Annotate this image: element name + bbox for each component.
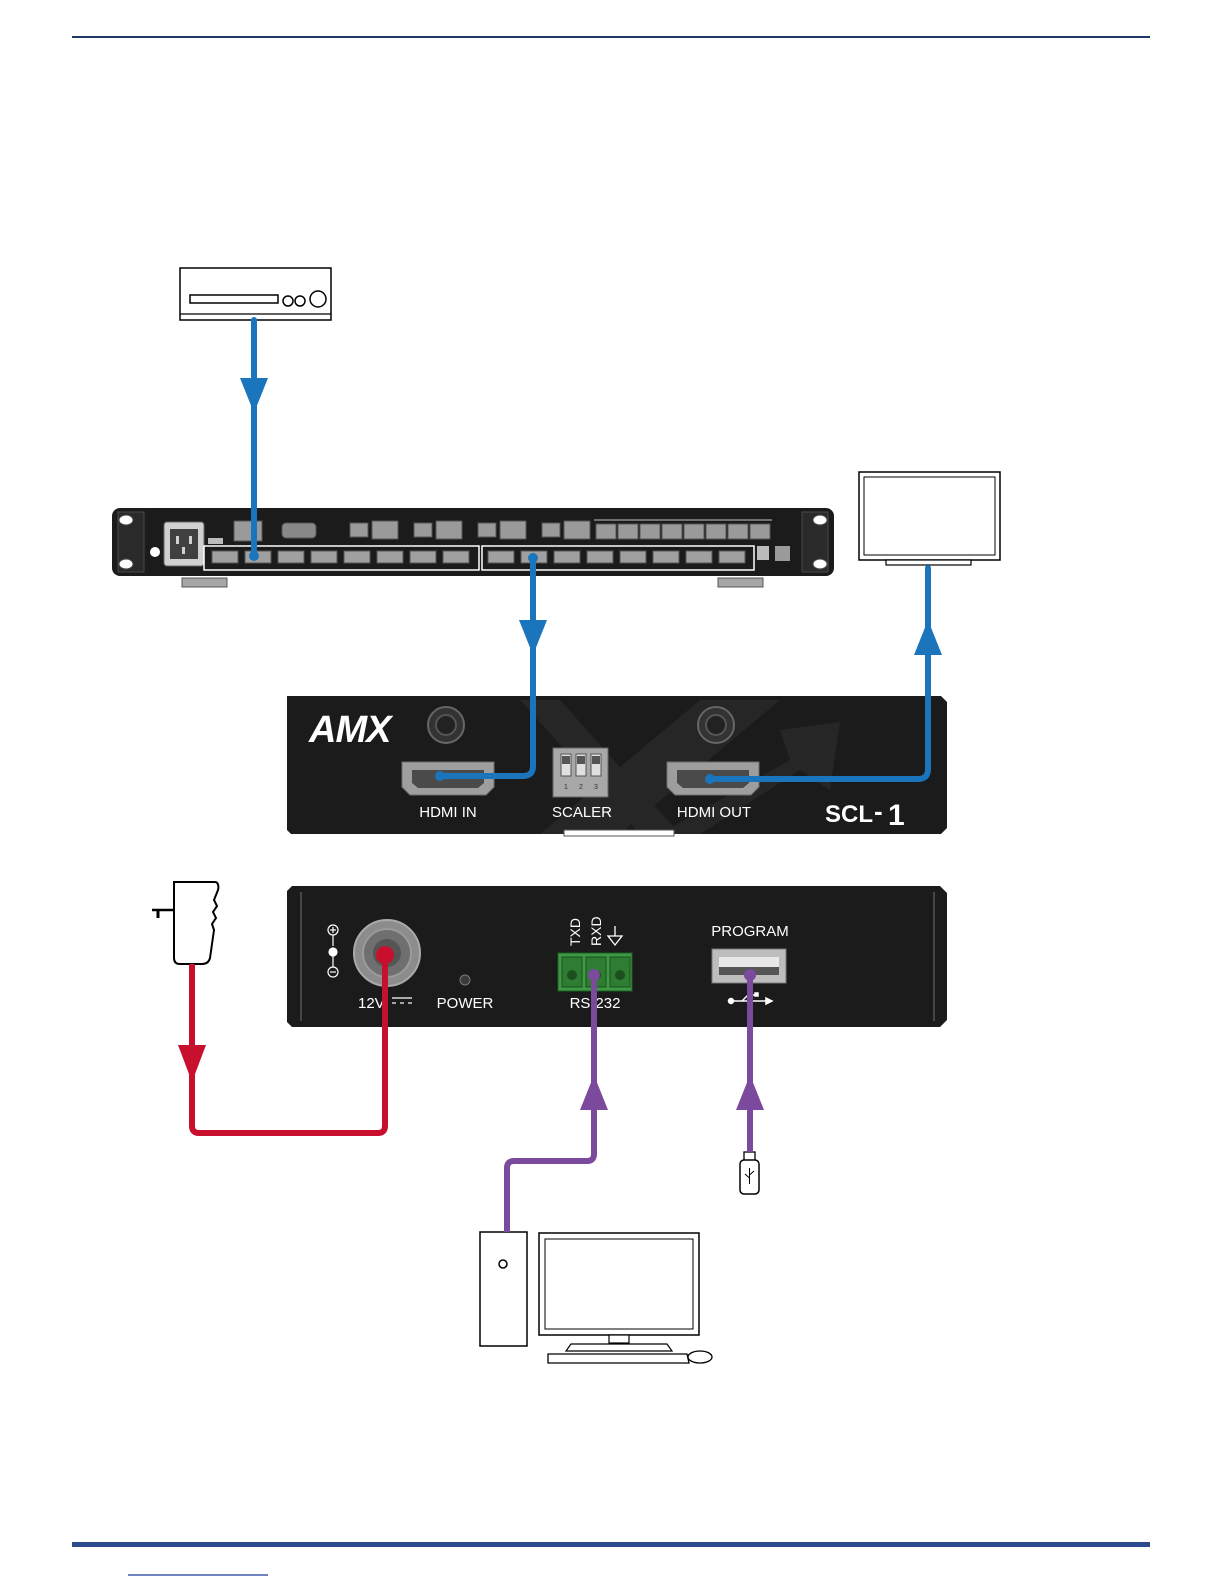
power-adapter-icon — [152, 882, 218, 964]
model-number: 1 — [888, 799, 905, 832]
power-led — [460, 975, 470, 985]
scaler-label: SCALER — [552, 804, 612, 821]
svg-text:2: 2 — [579, 784, 583, 791]
arrow-up-usb — [736, 1075, 764, 1110]
arrow-down-source — [240, 378, 268, 413]
model-prefix: SCL — [825, 801, 873, 828]
power-input-label: 12V — [358, 995, 385, 1012]
scaler-front-panel: AMX 1 2 3 HDMI IN SCALER — [287, 696, 947, 836]
arrow-up-tv — [914, 620, 942, 655]
footer-rule — [72, 1542, 1150, 1547]
svg-text:1: 1 — [564, 784, 568, 791]
hdmi-out-label: HDMI OUT — [677, 804, 751, 821]
matrix-switcher-icon — [112, 508, 834, 587]
media-player-icon — [180, 268, 331, 320]
rs232-pin-rxd: RXD — [588, 916, 604, 946]
hdmi-in-label: HDMI IN — [419, 804, 477, 821]
arrow-up-rs232 — [580, 1075, 608, 1110]
tv-icon — [859, 472, 1000, 565]
arrow-down-power — [178, 1045, 206, 1082]
model-dash: - — [874, 796, 883, 826]
rs232-pin-txd: TXD — [567, 918, 583, 946]
power-led-label: POWER — [437, 995, 494, 1012]
arrow-down-scaler-in — [519, 620, 547, 655]
svg-text:3: 3 — [594, 784, 598, 791]
program-label: PROGRAM — [711, 923, 789, 940]
amx-logo: AMX — [308, 709, 394, 751]
scaler-dip-switch[interactable]: 1 2 3 — [553, 748, 608, 797]
usb-drive-icon — [740, 1152, 759, 1194]
desktop-computer-icon — [480, 1232, 712, 1363]
